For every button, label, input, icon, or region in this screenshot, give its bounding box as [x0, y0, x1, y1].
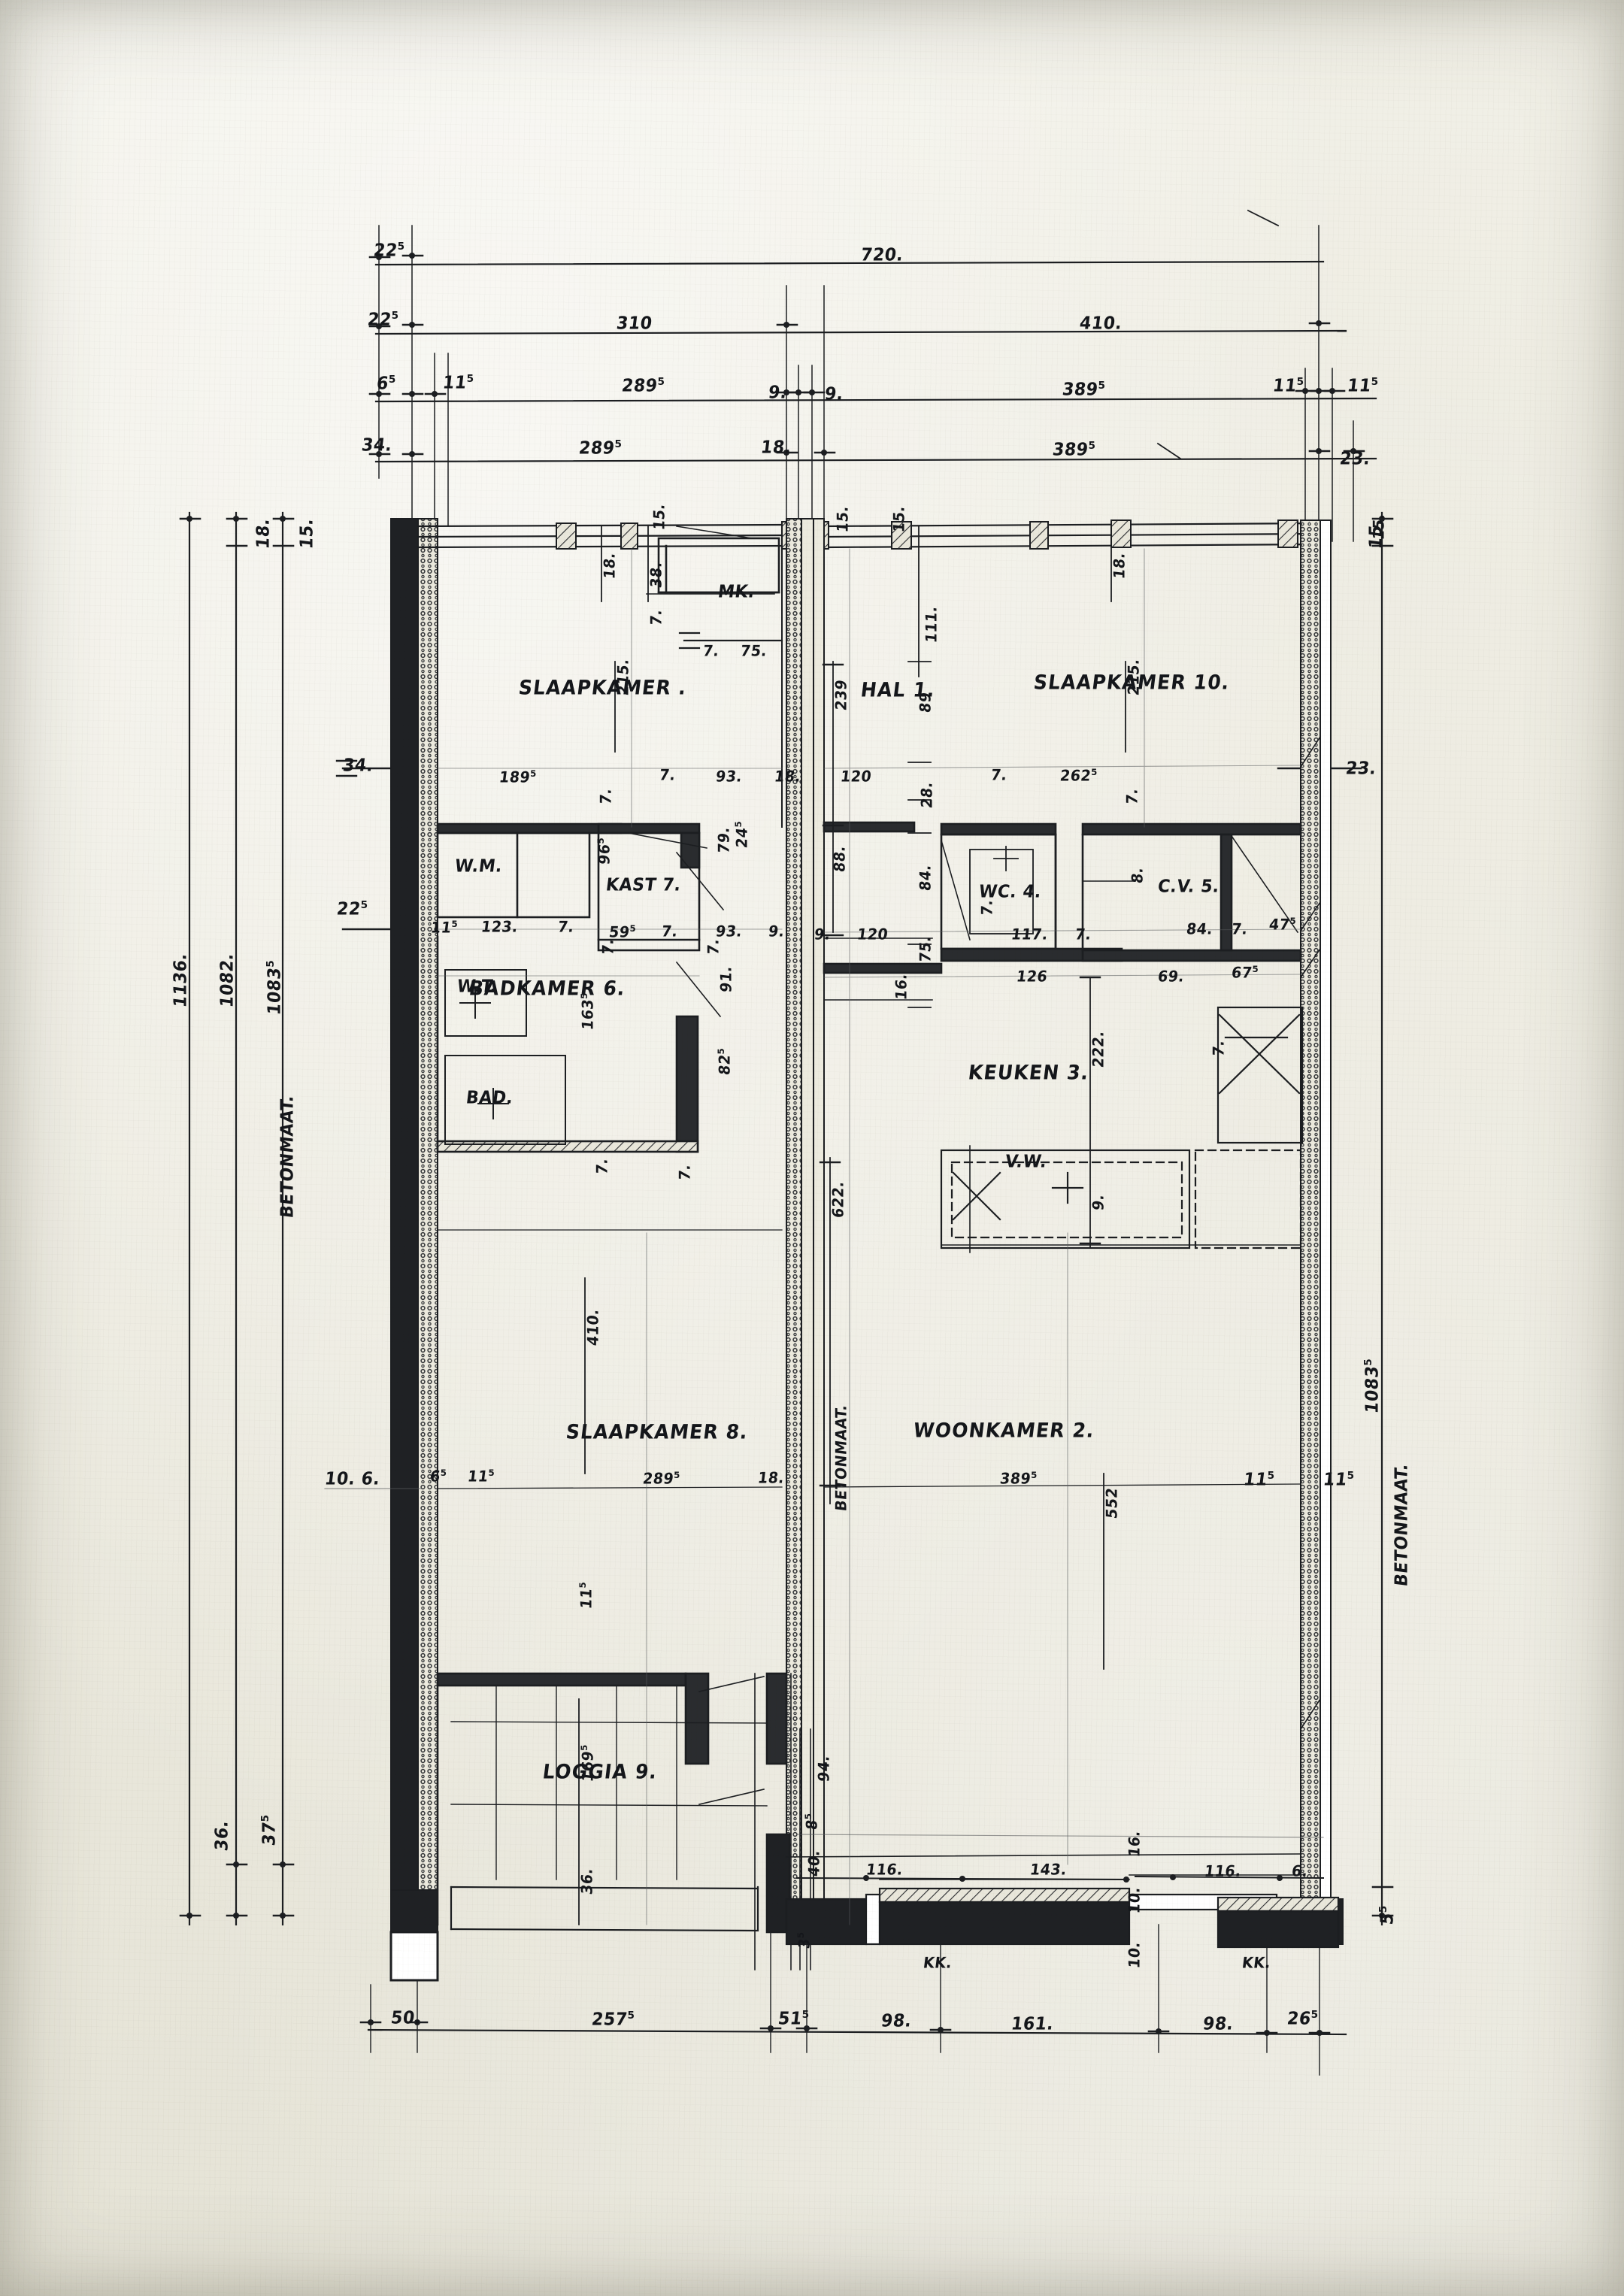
- floor-plan-drawing: [179, 209, 1394, 2076]
